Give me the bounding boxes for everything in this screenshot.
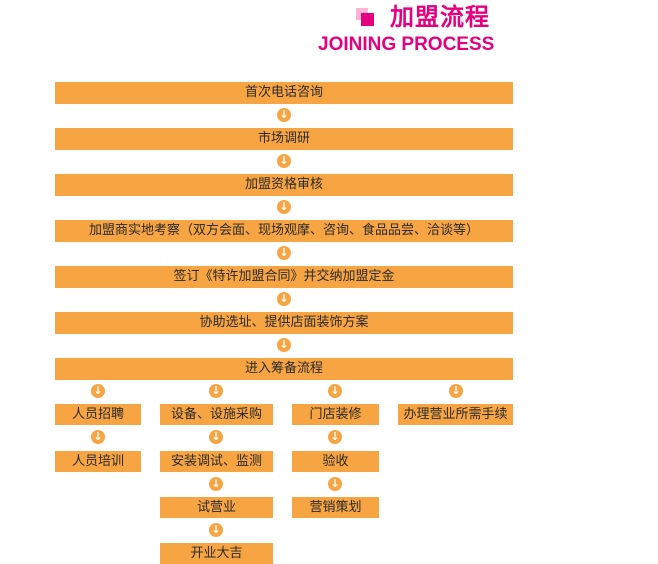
down-arrow-icon: ↓ bbox=[328, 384, 342, 398]
down-arrow-icon: ↓ bbox=[209, 477, 223, 491]
down-arrow-icon: ↓ bbox=[277, 292, 291, 306]
down-arrow-icon: ↓ bbox=[91, 430, 105, 444]
page-title-row: 加盟流程 bbox=[356, 4, 490, 30]
down-arrow-icon: ↓ bbox=[209, 430, 223, 444]
step-sign-contract: 签订《特许加盟合同》并交纳加盟定金 bbox=[55, 266, 513, 288]
down-arrow-icon: ↓ bbox=[277, 200, 291, 214]
down-arrow-icon: ↓ bbox=[277, 108, 291, 122]
step-staff-training: 人员培训 bbox=[55, 451, 141, 472]
down-arrow-icon: ↓ bbox=[209, 384, 223, 398]
step-acceptance: 验收 bbox=[292, 451, 379, 472]
down-arrow-icon: ↓ bbox=[91, 384, 105, 398]
step-site-inspection: 加盟商实地考察（双方会面、现场观摩、咨询、食品品尝、洽谈等） bbox=[55, 220, 513, 242]
down-arrow-icon: ↓ bbox=[277, 338, 291, 352]
page-subtitle: JOINING PROCESS bbox=[318, 34, 495, 55]
step-site-selection: 协助选址、提供店面装饰方案 bbox=[55, 312, 513, 334]
squares-icon bbox=[356, 8, 376, 26]
down-arrow-icon: ↓ bbox=[209, 523, 223, 537]
step-business-license: 办理营业所需手续 bbox=[398, 404, 513, 425]
step-phone-consult: 首次电话咨询 bbox=[55, 82, 513, 104]
down-arrow-icon: ↓ bbox=[449, 384, 463, 398]
down-arrow-icon: ↓ bbox=[277, 154, 291, 168]
step-marketing-plan: 营销策划 bbox=[292, 497, 379, 518]
page-title: 加盟流程 bbox=[390, 3, 490, 31]
step-grand-opening: 开业大吉 bbox=[160, 543, 273, 564]
step-equipment-purchase: 设备、设施采购 bbox=[160, 404, 273, 425]
step-preparation: 进入筹备流程 bbox=[55, 358, 513, 380]
step-store-decoration: 门店装修 bbox=[292, 404, 379, 425]
down-arrow-icon: ↓ bbox=[277, 246, 291, 260]
step-market-research: 市场调研 bbox=[55, 128, 513, 150]
step-install-test: 安装调试、监测 bbox=[160, 451, 273, 472]
step-staff-recruit: 人员招聘 bbox=[55, 404, 141, 425]
step-trial-operation: 试营业 bbox=[160, 497, 273, 518]
down-arrow-icon: ↓ bbox=[328, 477, 342, 491]
step-qualification-review: 加盟资格审核 bbox=[55, 174, 513, 196]
down-arrow-icon: ↓ bbox=[328, 430, 342, 444]
